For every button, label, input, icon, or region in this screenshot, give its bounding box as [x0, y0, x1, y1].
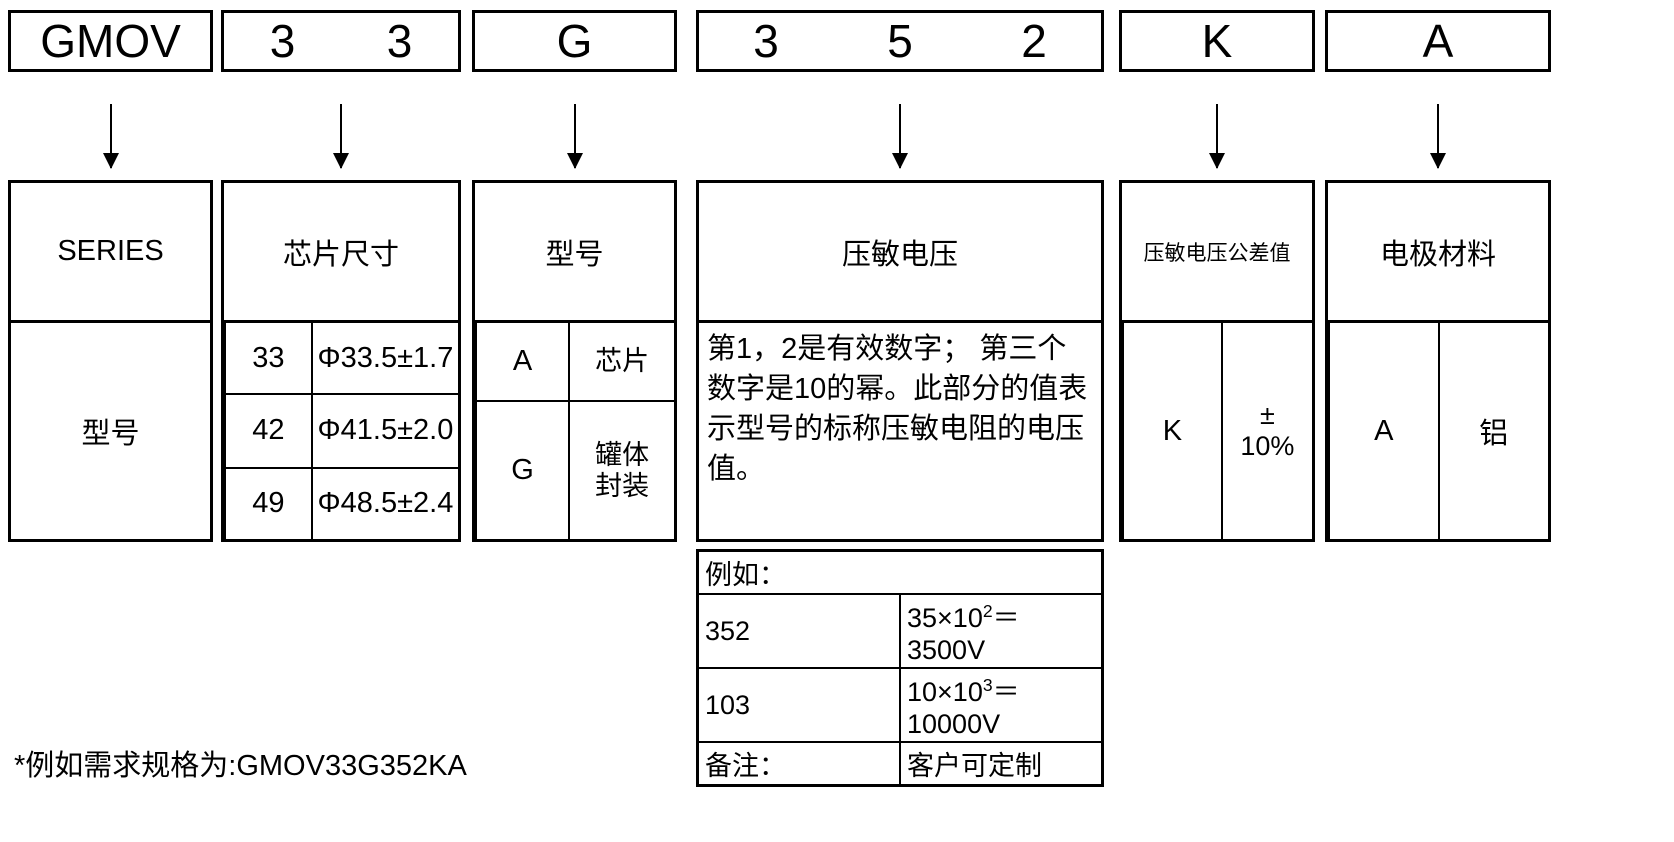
code-box-varistor-voltage: 3 5 2: [696, 10, 1104, 72]
arrow-series: [110, 104, 112, 168]
section-header-label: 电极材料: [1379, 238, 1496, 271]
electrode-value: 铝: [1437, 323, 1548, 539]
model-table: A 芯片 G 罐体 封装: [474, 323, 674, 539]
table-row: 352 35×102＝3500V: [697, 593, 1103, 669]
example-code: 352: [697, 593, 901, 669]
table-row: 备注： 客户可定制: [697, 741, 1103, 787]
section-model-body: A 芯片 G 罐体 封装: [474, 323, 674, 539]
section-chip-size: 芯片尺寸 33 Φ33.5±1.7 42 Φ41.5±2.0 49 Φ48.5±…: [221, 180, 461, 542]
arrow-tolerance: [1216, 104, 1218, 168]
section-chip-size-header: 芯片尺寸: [224, 183, 458, 323]
code-char: 5: [887, 15, 913, 67]
code-box-tolerance: K: [1119, 10, 1315, 72]
section-series-body: 型号: [11, 323, 210, 539]
chip-size-dimension: Φ33.5±1.7: [310, 323, 458, 395]
section-header-label: 芯片尺寸: [282, 238, 399, 271]
varistor-voltage-example-table-wrapper: 例如： 352 35×102＝3500V 103 10×103＝10000V 备…: [696, 549, 1104, 787]
calc-result: ＝3500V: [907, 603, 1020, 665]
tolerance-value: ± 10%: [1220, 323, 1312, 539]
code-box-chip-size: 3 3: [221, 10, 461, 72]
remark-label: 备注：: [697, 741, 901, 787]
section-header-label: 型号: [545, 238, 604, 271]
table-row: A 铝: [1328, 323, 1548, 539]
code-char: 3: [269, 15, 296, 67]
chip-size-code: 33: [224, 323, 312, 395]
chip-size-dimension: Φ41.5±2.0: [310, 393, 458, 468]
arrow-varistor-voltage: [899, 104, 901, 168]
arrow-model: [574, 104, 576, 168]
example-calc: 10×103＝10000V: [899, 667, 1103, 743]
chip-size-dimension: Φ48.5±2.4: [310, 466, 458, 539]
code-char: A: [1422, 15, 1454, 67]
section-electrode-body: A 铝: [1328, 323, 1548, 539]
varistor-voltage-example-table: 例如： 352 35×102＝3500V 103 10×103＝10000V 备…: [696, 549, 1104, 787]
code-char: 3: [753, 15, 779, 67]
code-char: 2: [1021, 15, 1047, 67]
model-desc: 罐体 封装: [568, 400, 674, 539]
section-electrode-header: 电极材料: [1328, 183, 1548, 323]
section-tolerance: 压敏电压公差值 K ± 10%: [1119, 180, 1315, 542]
chip-size-code: 49: [224, 466, 312, 539]
section-chip-size-body: 33 Φ33.5±1.7 42 Φ41.5±2.0 49 Φ48.5±2.4: [224, 323, 458, 539]
example-code: 103: [697, 667, 901, 743]
table-row: 103 10×103＝10000V: [697, 667, 1103, 743]
section-varistor-voltage-header: 压敏电压: [699, 183, 1101, 323]
section-electrode: 电极材料 A 铝: [1325, 180, 1551, 542]
code-char: 3: [386, 15, 413, 67]
section-tolerance-header: 压敏电压公差值: [1122, 183, 1312, 323]
varistor-voltage-description: 第1，2是有效数字； 第三个数字是10的幂。此部分的值表示型号的标称压敏电阻的电…: [707, 333, 1088, 486]
calc-result: ＝10000V: [907, 677, 1020, 739]
table-row: 33 Φ33.5±1.7: [224, 323, 458, 395]
tolerance-table: K ± 10%: [1122, 323, 1312, 539]
model-code: A: [474, 323, 570, 402]
section-varistor-voltage-body: 第1，2是有效数字； 第三个数字是10的幂。此部分的值表示型号的标称压敏电阻的电…: [699, 323, 1101, 539]
section-header-label: 压敏电压: [841, 238, 958, 271]
arrow-chip-size: [340, 104, 342, 168]
chip-size-table: 33 Φ33.5±1.7 42 Φ41.5±2.0 49 Φ48.5±2.4: [224, 323, 458, 539]
code-char: K: [1201, 15, 1233, 67]
code-box-series: GMOV: [8, 10, 213, 72]
section-model-header: 型号: [475, 183, 674, 323]
table-row: A 芯片: [474, 323, 674, 402]
table-row: G 罐体 封装: [474, 400, 674, 539]
example-label: 例如：: [697, 549, 1104, 595]
remark-value: 客户可定制: [899, 741, 1103, 787]
section-series-header: SERIES: [11, 183, 210, 323]
table-row: 42 Φ41.5±2.0: [224, 393, 458, 468]
section-series: SERIES 型号: [8, 180, 213, 542]
calc-base: 35×10: [907, 603, 983, 633]
calc-base: 10×10: [907, 677, 983, 707]
footnote-example-spec: *例如需求规格为:GMOV33G352KA: [14, 750, 467, 782]
section-tolerance-body: K ± 10%: [1122, 323, 1312, 539]
electrode-table: A 铝: [1328, 323, 1548, 539]
electrode-code: A: [1328, 323, 1439, 539]
example-calc: 35×102＝3500V: [899, 593, 1103, 669]
arrow-electrode: [1437, 104, 1439, 168]
model-desc: 芯片: [568, 323, 674, 402]
code-box-electrode: A: [1325, 10, 1551, 72]
calc-exponent: 2: [982, 601, 993, 621]
section-header-label: SERIES: [57, 235, 164, 267]
code-box-model: G: [472, 10, 677, 72]
table-row: 例如：: [697, 549, 1104, 595]
table-row: K ± 10%: [1122, 323, 1312, 539]
section-header-label: 压敏电压公差值: [1143, 241, 1291, 265]
section-model: 型号 A 芯片 G 罐体 封装: [472, 180, 677, 542]
calc-exponent: 3: [982, 675, 993, 695]
chip-size-code: 42: [224, 393, 312, 468]
table-row: 49 Φ48.5±2.4: [224, 466, 458, 539]
code-char: G: [556, 15, 593, 67]
section-varistor-voltage: 压敏电压 第1，2是有效数字； 第三个数字是10的幂。此部分的值表示型号的标称压…: [696, 180, 1104, 542]
series-value: 型号: [81, 418, 140, 450]
code-char: GMOV: [40, 15, 181, 67]
model-code: G: [474, 400, 570, 539]
tolerance-code: K: [1122, 323, 1222, 539]
